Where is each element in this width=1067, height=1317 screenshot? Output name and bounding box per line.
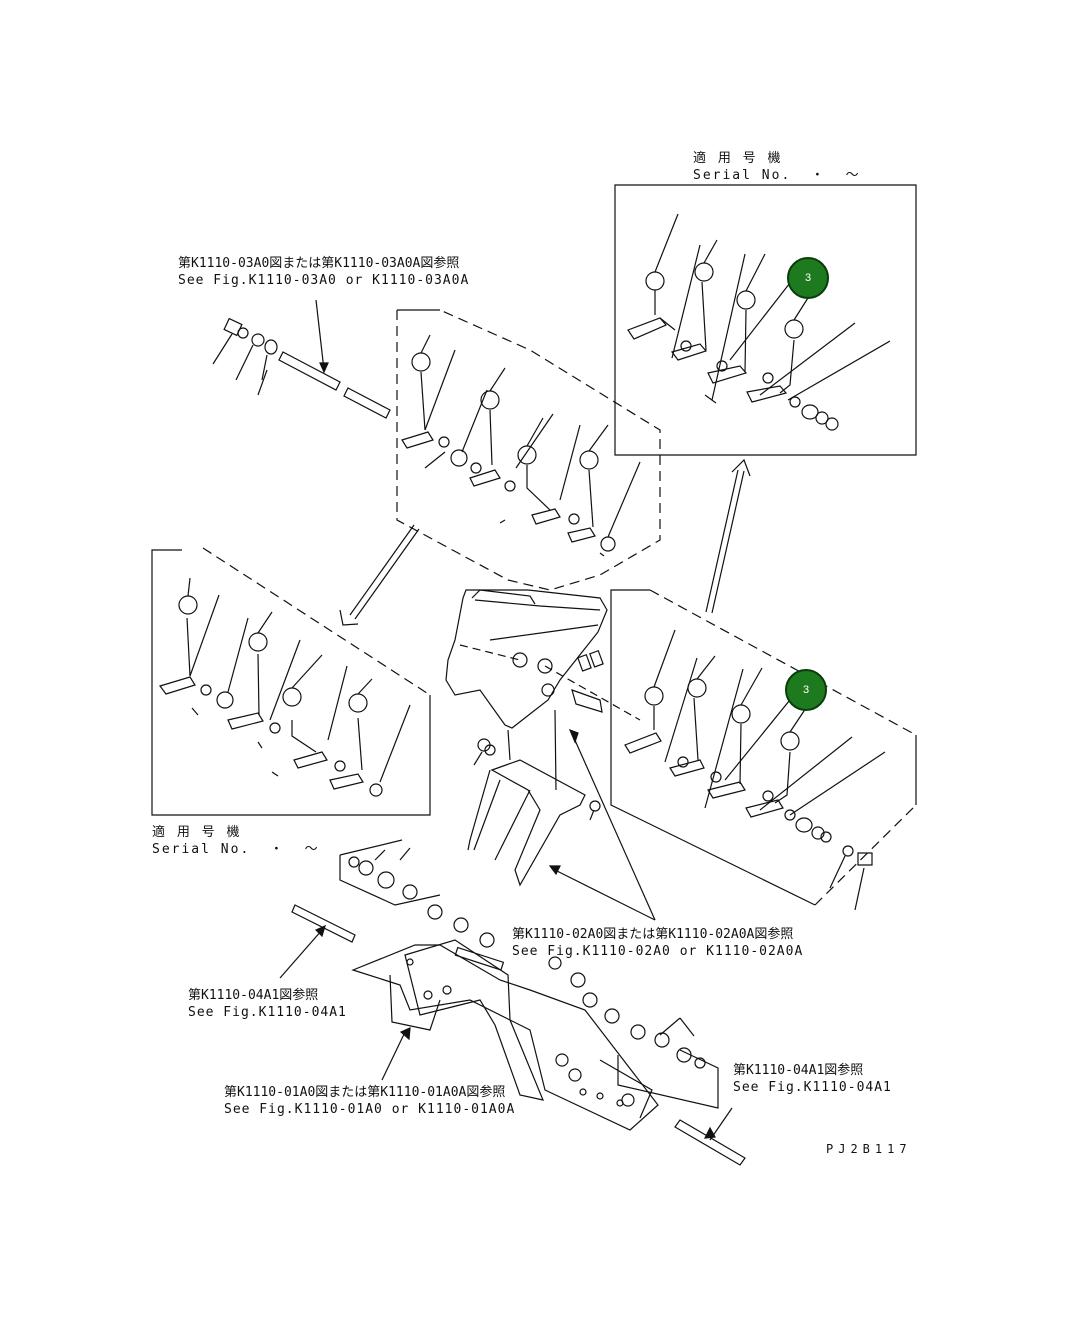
top-right-serial-en-label: Serial No. ・ 〜 <box>693 168 861 183</box>
callout-number: 3 <box>802 684 810 696</box>
ref-04-right-jp-label: 第K1110-04A1図参照 <box>733 1063 864 1078</box>
ref-04-right-en-label: See Fig.K1110-04A1 <box>733 1080 892 1095</box>
arrow-to-top-right-group <box>706 460 750 613</box>
lower-left-rod <box>280 905 355 978</box>
top-right-serial-jp-label: 適 用 号 機 <box>693 151 783 166</box>
top-left-shaft-assembly <box>213 300 390 418</box>
left-serial-en-label: Serial No. ・ 〜 <box>152 842 320 857</box>
lower-left-bushings <box>340 840 494 947</box>
reference-leaders <box>382 730 655 1080</box>
callout-number: 3 <box>804 272 812 284</box>
ref-03-jp-label: 第K1110-03A0図または第K1110-03A0A図参照 <box>178 256 460 271</box>
callout-3-top[interactable]: 3 <box>787 257 829 299</box>
ref-01-en-label: See Fig.K1110-01A0 or K1110-01A0A <box>224 1102 516 1117</box>
ref-02-jp-label: 第K1110-02A0図または第K1110-02A0A図参照 <box>512 927 794 942</box>
ref-02-en-label: See Fig.K1110-02A0 or K1110-02A0A <box>512 944 804 959</box>
ref-01-jp-label: 第K1110-01A0図または第K1110-01A0A図参照 <box>224 1085 506 1100</box>
bottom-base-bracket <box>353 940 658 1130</box>
left-lever-group <box>152 548 430 815</box>
ref-03-en-label: See Fig.K1110-03A0 or K1110-03A0A <box>178 273 470 288</box>
lower-right-bushings <box>549 957 718 1108</box>
right-lever-group <box>611 590 916 910</box>
top-right-box-frame <box>615 185 916 455</box>
top-right-lever-group <box>615 185 916 455</box>
ref-04-left-en-label: See Fig.K1110-04A1 <box>188 1005 347 1020</box>
ref-04-left-jp-label: 第K1110-04A1図参照 <box>188 988 319 1003</box>
arrow-to-left-group <box>340 525 419 625</box>
top-center-lever-group <box>397 310 660 590</box>
lower-cover <box>468 739 600 885</box>
lower-right-rod <box>675 1108 745 1165</box>
center-console-housing <box>446 590 640 790</box>
drawing-code-label: PJ2B117 <box>826 1142 912 1156</box>
callout-3-right[interactable]: 3 <box>785 669 827 711</box>
left-serial-jp-label: 適 用 号 機 <box>152 825 242 840</box>
